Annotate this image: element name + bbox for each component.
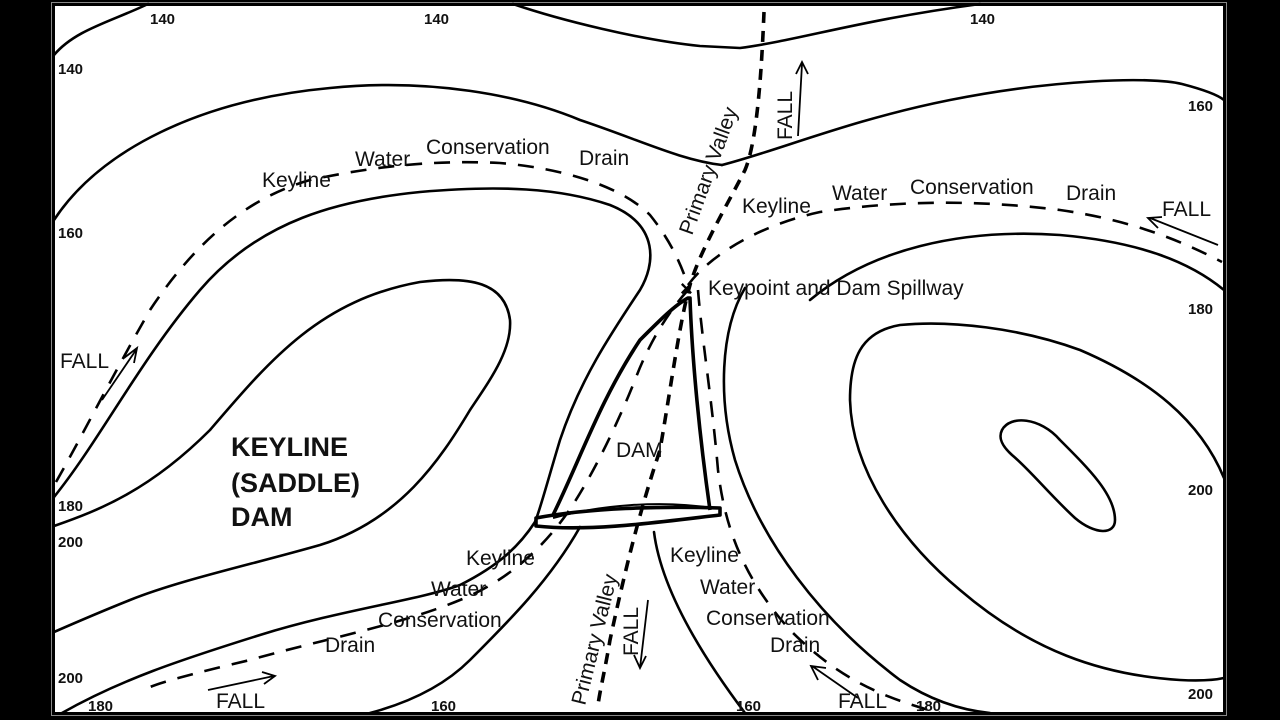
fall-arrow-bottom-right-icon	[809, 664, 859, 699]
contour-180-right	[722, 286, 992, 715]
drain-word: Keyline	[742, 195, 811, 218]
contour-peak-right	[999, 419, 1117, 533]
elevation-label: 200	[58, 670, 83, 687]
fall-label-upper-right: FALL	[1162, 198, 1211, 221]
contour-140-top	[511, 2, 982, 50]
fall-arrow-upper-valley-icon	[795, 59, 809, 137]
primary-valley-label-lower: Primary Valley	[568, 571, 623, 707]
drain-word: Keyline	[262, 169, 331, 192]
drain-lower-right	[696, 289, 941, 715]
drain-label-lower-left: Keyline Water Conservation Drain	[325, 547, 535, 657]
elevation-label: 140	[150, 11, 175, 28]
drain-label-upper-left: Keyline Water Conservation Drain	[262, 136, 629, 192]
fall-arrows	[101, 59, 1219, 699]
fall-arrow-lower-valley-icon	[633, 599, 649, 671]
dam-structure	[534, 296, 722, 530]
drain-label-upper-right: Keyline Water Conservation Drain	[742, 176, 1116, 218]
elevation-label: 200	[58, 534, 83, 551]
drain-word: Conservation	[378, 609, 502, 632]
dam-wall-inner	[552, 503, 713, 519]
drain-word: Drain	[325, 634, 375, 657]
dam-triangle	[551, 296, 712, 516]
drain-word: Water	[700, 576, 755, 599]
fall-arrow-upper-right-icon	[1145, 216, 1219, 246]
contour-200-right	[848, 322, 1226, 682]
dam-label: DAM	[616, 439, 663, 462]
map-frame	[51, 2, 1227, 716]
elevation-label: 180	[58, 498, 83, 515]
drain-word: Water	[431, 578, 486, 601]
primary-valley-line	[596, 11, 766, 706]
drain-upper-left	[54, 160, 690, 483]
contour-160-lower	[368, 525, 582, 715]
diagram-title: KEYLINE (SADDLE) DAM	[231, 432, 360, 532]
drain-word: Drain	[770, 634, 820, 657]
fall-label-upper-valley: FALL	[774, 91, 797, 140]
drain-word: Water	[832, 182, 887, 205]
keypoint-label: Keypoint and Dam Spillway	[708, 277, 964, 300]
fall-label-bottom-right: FALL	[838, 690, 887, 713]
elevation-label: 160	[431, 698, 456, 715]
drain-word: Keyline	[466, 547, 535, 570]
dam-wall	[534, 505, 722, 530]
drain-word: Drain	[579, 147, 629, 170]
fall-arrow-left-icon	[101, 345, 139, 401]
contour-lines	[52, 2, 1226, 715]
contour-140-top-left	[52, 2, 150, 57]
fall-label-lower-valley: FALL	[620, 607, 643, 656]
contour-160-right-lower	[652, 530, 747, 715]
title-line-2: (SADDLE)	[231, 468, 360, 498]
elevation-label: 200	[1188, 482, 1213, 499]
elevation-label: 160	[1188, 98, 1213, 115]
title-line-3: DAM	[231, 502, 293, 532]
drain-upper-right	[686, 201, 1223, 286]
elevation-label: 160	[736, 698, 761, 715]
primary-valley-label-upper: Primary Valley	[675, 104, 743, 238]
drain-word: Conservation	[910, 176, 1034, 199]
fall-arrow-bottom-left-icon	[207, 671, 277, 691]
elevation-label: 180	[916, 698, 941, 715]
elevation-label: 140	[970, 11, 995, 28]
elevation-label: 180	[1188, 301, 1213, 318]
drain-word: Keyline	[670, 544, 739, 567]
drain-label-lower-right: Keyline Water Conservation Drain	[670, 544, 830, 657]
contour-160-upper-left	[52, 83, 724, 222]
contour-200-left-lobe	[52, 278, 512, 634]
elevation-label: 140	[424, 11, 449, 28]
drain-word: Conservation	[426, 136, 550, 159]
drain-word: Drain	[1066, 182, 1116, 205]
contour-180-lower-left	[60, 520, 537, 715]
fall-label-bottom-left: FALL	[216, 690, 265, 713]
elevation-labels: 140 140 140 140 160 180 200 200 160 180 …	[58, 11, 1213, 715]
contour-180-upper-right	[808, 232, 1226, 302]
elevation-label: 180	[88, 698, 113, 715]
contour-180-left-lobe	[52, 187, 652, 524]
drain-word: Water	[355, 148, 410, 171]
elevation-label: 140	[58, 61, 83, 78]
elevation-label: 200	[1188, 686, 1213, 703]
keypoint-marker-icon: ×	[680, 276, 693, 301]
elevation-label: 160	[58, 225, 83, 242]
contour-160-upper-right	[720, 78, 1226, 167]
keyline-drains	[54, 160, 1223, 715]
drain-word: Conservation	[706, 607, 830, 630]
fall-label-left: FALL	[60, 350, 109, 373]
title-line-1: KEYLINE	[231, 432, 348, 462]
